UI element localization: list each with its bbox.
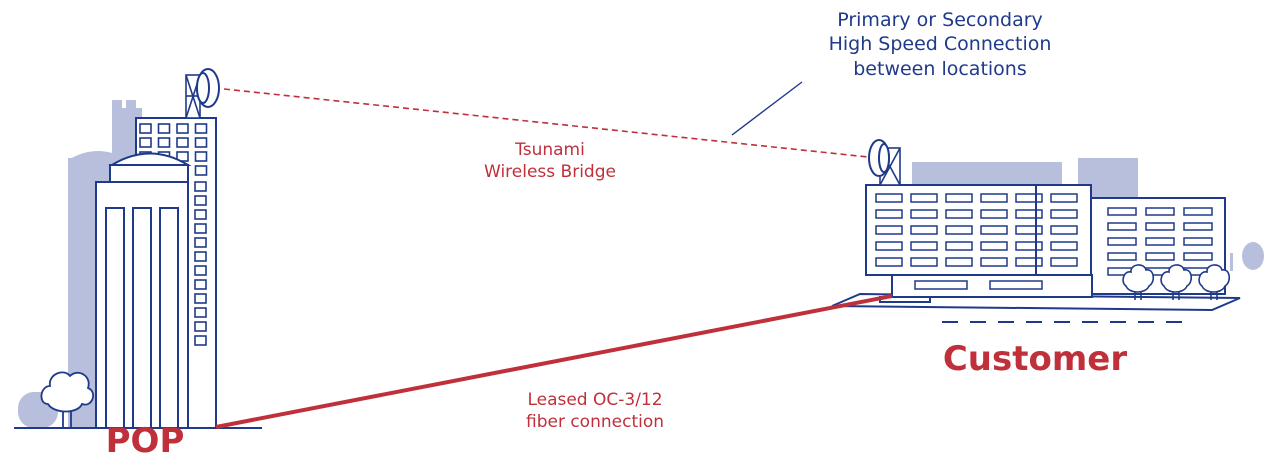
wing-window [1183, 222, 1213, 231]
building-window [1050, 257, 1078, 267]
wing-window [1183, 207, 1213, 216]
building-window [910, 241, 938, 251]
building-window [980, 209, 1008, 219]
building-window [875, 209, 903, 219]
building-window [980, 193, 1008, 203]
building-window [875, 257, 903, 267]
fiber-label-line-1: Leased OC-3/12 [527, 390, 663, 410]
pop-tree-icon [40, 371, 95, 428]
callout-line-3: between locations [853, 57, 1027, 80]
wing-window [1107, 237, 1137, 246]
tower-window [194, 335, 207, 346]
building-window [1050, 193, 1078, 203]
tower-window [194, 209, 207, 220]
callout-line-1: Primary or Secondary [837, 9, 1043, 31]
customer-site [831, 139, 1264, 323]
building-window [980, 241, 1008, 251]
tower-window [176, 137, 189, 148]
tree-crown [1198, 264, 1231, 293]
building-window [875, 193, 903, 203]
building-window [875, 241, 903, 251]
wireless-label-line-2: Wireless Bridge [484, 161, 616, 182]
tree-icon [1160, 264, 1193, 300]
wing-window [1107, 207, 1137, 216]
tower-window [194, 181, 207, 192]
tower-window [194, 123, 208, 134]
tower-window [194, 251, 207, 262]
connection-callout-label: Primary or Secondary High Speed Connecti… [790, 8, 1090, 81]
tower-window [194, 265, 207, 276]
building-window [945, 193, 973, 203]
wing-window [1145, 222, 1175, 231]
building-window [1015, 225, 1043, 235]
wing-window [1145, 207, 1175, 216]
customer-main-building [865, 184, 1093, 303]
building-window [1015, 257, 1043, 267]
tower-window [194, 195, 207, 206]
pop-dish-antenna-icon [196, 68, 220, 108]
building-window [980, 225, 1008, 235]
tower-window [139, 123, 152, 134]
tower-window [194, 293, 207, 304]
customer-dish-antenna-icon [868, 139, 890, 177]
tower-window [194, 151, 208, 162]
tree-crown [1160, 264, 1193, 293]
building-window [1015, 241, 1043, 251]
tree-icon [1122, 264, 1155, 300]
wing-window [1183, 252, 1213, 261]
tower-window [194, 165, 208, 176]
pop-front-building [95, 152, 192, 429]
callout-leader-line [731, 81, 803, 136]
tower-window [157, 137, 171, 148]
wing-window [1107, 222, 1137, 231]
tower-window [139, 137, 152, 148]
building-window [910, 193, 938, 203]
tower-window [194, 321, 207, 332]
wireless-link-line [223, 88, 869, 158]
building-window [910, 225, 938, 235]
wireless-bridge-label: Tsunami Wireless Bridge [445, 140, 655, 184]
tower-window [194, 307, 207, 318]
tower-window [194, 223, 207, 234]
wireless-label-line-1: Tsunami [515, 140, 585, 160]
building-window [945, 257, 973, 267]
pop-site-label: POP [105, 421, 185, 461]
building-window [980, 257, 1008, 267]
fiber-connection-label: Leased OC-3/12 fiber connection [470, 390, 720, 434]
building-window [910, 257, 938, 267]
building-window [945, 241, 973, 251]
building-window [945, 209, 973, 219]
tower-window [157, 123, 171, 134]
building-window [1050, 225, 1078, 235]
pop-site [14, 68, 262, 429]
tower-window [176, 123, 189, 134]
tree-crown [1122, 264, 1155, 293]
wing-window [1107, 252, 1137, 261]
callout-line-2: High Speed Connection [828, 33, 1052, 56]
customer-site-label: Customer [942, 339, 1128, 379]
building-window [1015, 193, 1043, 203]
fiber-link-line [215, 294, 893, 429]
fiber-label-line-2: fiber connection [525, 411, 665, 432]
tower-window [194, 237, 207, 248]
building-window [875, 225, 903, 235]
wing-window [1145, 237, 1175, 246]
building-window [910, 209, 938, 219]
building-window [945, 225, 973, 235]
customer-trees [1122, 264, 1231, 300]
building-window [1050, 209, 1078, 219]
building-window [1015, 209, 1043, 219]
tower-window [194, 137, 208, 148]
wing-window [1145, 252, 1175, 261]
tree-icon [1198, 264, 1231, 300]
tower-window [194, 279, 207, 290]
building-window [1050, 241, 1078, 251]
wing-window [1183, 237, 1213, 246]
